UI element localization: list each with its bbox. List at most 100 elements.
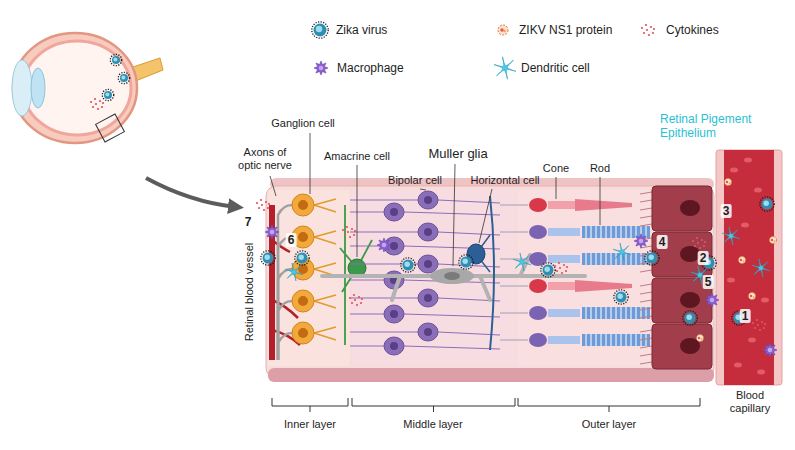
legend-symbol [652,32,654,34]
retinal-pigment-epithelium [640,292,652,294]
cytokines [360,302,362,304]
callout-number: 3 [721,204,732,218]
cytokines [97,108,99,110]
cytokines [761,321,763,323]
photoreceptor [500,205,528,206]
zika-virus [112,56,120,64]
legend-symbol [494,57,516,79]
cytokines [696,237,698,239]
bipolar-cell [418,223,438,241]
zika-virus [683,311,697,325]
photoreceptor [529,306,547,320]
ganglion-cell [278,237,292,360]
bipolar-cell [390,208,398,216]
zika-virus [763,200,769,206]
retinal-pigment-epithelium [640,200,652,202]
cytokines [566,266,568,268]
cytokines [351,228,353,230]
cytokines [756,319,758,321]
ns1-protein [743,260,745,262]
photoreceptor [586,307,587,319]
bipolar-cell [390,342,398,350]
zika-virus [110,54,121,65]
ns1-protein [770,237,777,244]
macrophage [634,234,648,248]
photoreceptor [611,253,612,265]
cytokines [554,265,556,267]
cytokines [342,229,344,231]
retinal-pigment-epithelium [640,300,652,302]
legend-symbol [494,57,516,79]
bipolar-cell [418,323,438,341]
leader-line [556,177,557,199]
zika-virus [614,290,628,304]
bipolar-cell [418,255,438,273]
zika-virus [541,263,555,277]
cytokines [697,242,699,244]
zika-virus [261,251,275,265]
ns1-protein [697,335,704,342]
photoreceptor [591,334,592,346]
macrophage [265,225,279,239]
bipolar-cell [350,346,500,349]
photoreceptor [611,226,612,238]
retinal-pigment-epithelium [640,284,652,286]
bipolar-cell [384,337,404,355]
eye-drawing [23,41,131,135]
photoreceptor [601,307,602,319]
legend-symbol [641,24,655,36]
cell-label: Amacrine cell [324,150,390,163]
zika-virus [102,89,113,100]
bipolar-cell [390,242,398,250]
photoreceptor [601,253,602,265]
blood-capillary [716,150,782,385]
zika-virus [616,292,627,303]
dendritic-cell [513,253,531,271]
legend-symbol [316,26,323,33]
photoreceptor [616,226,617,238]
cytokines [267,207,269,209]
ns1-protein [749,293,756,300]
cytokines [265,201,267,203]
photoreceptor [596,307,597,319]
zika-virus [614,290,628,304]
zika-virus [264,254,270,260]
retinal-pigment-epithelium [640,192,652,194]
ganglion-cell [314,199,336,212]
legend-symbol [648,34,650,36]
photoreceptor [621,226,622,238]
zika-virus [462,258,468,264]
zika-virus [617,293,623,299]
leader-line [600,177,601,225]
legend-symbol [314,24,327,37]
zika-virus [541,263,555,277]
photoreceptor [626,307,627,319]
retinal-pigment-epithelium [640,224,652,226]
zika-virus [645,251,659,265]
zika-virus [263,253,274,264]
cytokines [701,239,703,241]
blood-capillary [757,370,765,375]
zika-virus [121,75,125,79]
cytokines [92,106,94,108]
retinal-pigment-epithelium [640,208,652,210]
bipolar-cell [424,294,432,302]
ganglion-cell [314,295,336,308]
zika-virus [459,255,473,269]
photoreceptor [548,255,580,263]
photoreceptor [606,226,607,238]
photoreceptor [631,226,632,238]
cytokines [102,102,104,104]
leader-line [270,176,276,196]
zika-virus [760,197,774,211]
photoreceptor [626,334,627,346]
legend-symbol [641,27,643,29]
blood-capillary [761,298,769,303]
horizontal-cell [490,196,494,350]
callout-number: 4 [657,235,668,249]
photoreceptor [641,253,642,265]
horizontal-cell [467,196,494,350]
photoreceptor [548,201,575,209]
cytokines [554,262,568,274]
blood-capillary [716,150,782,385]
